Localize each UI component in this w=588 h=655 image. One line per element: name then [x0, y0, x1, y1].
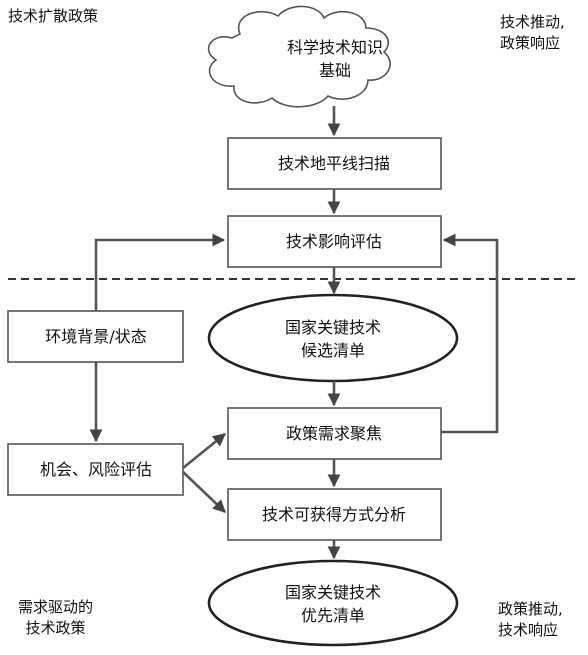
node-priority-list-line1: 国家关键技术	[285, 583, 381, 602]
label-policy-push-line1: 政策推动,	[498, 600, 563, 618]
node-priority-list-line2: 优先清单	[301, 606, 365, 625]
node-environment-label: 环境背景/状态	[45, 327, 146, 346]
node-policy-focus: 政策需求聚焦	[227, 407, 442, 460]
label-policy-push-line2: 技术响应	[498, 621, 559, 639]
node-candidate-list-line1: 国家关键技术	[285, 318, 381, 337]
label-tech-push-policy-response: 技术推动, 政策响应	[500, 12, 565, 54]
label-demand-driven-line2: 技术政策	[25, 619, 86, 637]
node-opportunity-risk-label: 机会、风险评估	[40, 460, 152, 479]
arrow-risk-to-policy	[182, 432, 227, 470]
node-environment: 环境背景/状态	[7, 310, 184, 363]
node-impact-assessment: 技术影响评估	[227, 215, 442, 268]
label-demand-driven-tech-policy: 需求驱动的 技术政策	[18, 597, 93, 639]
node-horizon-scan-label: 技术地平线扫描	[278, 154, 390, 173]
arrow-environment-to-impact	[94, 233, 226, 311]
node-knowledge-base: 科学技术知识 基础	[207, 5, 391, 108]
label-policy-push-tech-response: 政策推动, 技术响应	[498, 599, 563, 641]
node-candidate-list-line2: 候选清单	[301, 341, 365, 360]
arrow-risk-to-availability	[182, 471, 226, 513]
node-availability-analysis-label: 技术可获得方式分析	[262, 505, 406, 524]
arrow-policy-feedback-to-impact	[441, 233, 499, 434]
node-knowledge-base-line1: 科学技术知识	[287, 38, 383, 57]
node-opportunity-risk: 机会、风险评估	[7, 443, 184, 496]
node-horizon-scan: 技术地平线扫描	[227, 137, 442, 190]
node-policy-focus-label: 政策需求聚焦	[286, 424, 382, 443]
label-tech-push-line2: 政策响应	[500, 34, 561, 52]
node-knowledge-base-line2: 基础	[319, 61, 351, 80]
node-priority-list: 国家关键技术 优先清单	[207, 559, 459, 647]
node-candidate-list: 国家关键技术 候选清单	[207, 293, 459, 383]
label-tech-diffusion-policy: 技术扩散政策	[8, 7, 99, 25]
label-tech-push-line1: 技术推动,	[500, 13, 565, 31]
node-impact-assessment-label: 技术影响评估	[286, 232, 382, 251]
node-availability-analysis: 技术可获得方式分析	[227, 488, 442, 541]
label-demand-driven-line1: 需求驱动的	[18, 598, 94, 616]
